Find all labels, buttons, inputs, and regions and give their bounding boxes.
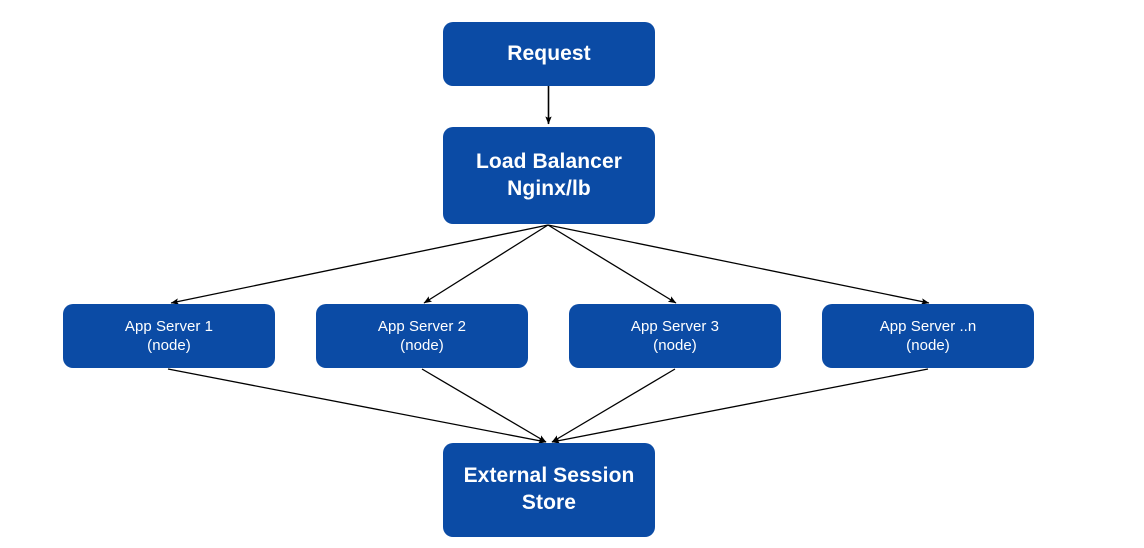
- node-app-server-2-label-line-1: App Server 2: [377, 317, 467, 335]
- node-app-server-3-label-line-2: (node): [653, 337, 697, 354]
- node-request[interactable]: Request: [443, 22, 655, 86]
- node-app-server-2[interactable]: App Server 2 (node): [316, 304, 528, 368]
- node-load-balancer[interactable]: Load Balancer Nginx/lb: [443, 127, 655, 224]
- edge-load-balancer-to-app-1: [170, 224, 549, 305]
- node-app-server-3[interactable]: App Server 3 (node): [569, 304, 781, 368]
- node-app-server-n-label-line-2: (node): [906, 337, 950, 354]
- node-app-server-2-label-line-2: (node): [400, 337, 444, 354]
- node-app-server-n-label-line-1: App Server ..n: [879, 317, 977, 335]
- node-external-session-store[interactable]: External Session Store: [443, 443, 655, 537]
- node-request-label-line-1: Request: [507, 41, 591, 65]
- edge-load-balancer-to-app-3: [547, 224, 677, 304]
- node-external-session-store-label-line-1: External Session: [463, 464, 635, 488]
- node-app-server-n[interactable]: App Server ..n (node): [822, 304, 1034, 368]
- node-external-session-store-label-line-2: Store: [521, 491, 577, 514]
- edge-app-2-to-session-store: [421, 368, 547, 443]
- edge-load-balancer-to-app-n: [547, 224, 930, 305]
- node-load-balancer-label-line-1: Load Balancer: [475, 149, 622, 173]
- node-app-server-1-label-line-1: App Server 1: [124, 317, 214, 335]
- node-load-balancer-label-line-2: Nginx/lb: [507, 176, 591, 200]
- edge-app-3-to-session-store: [551, 368, 676, 443]
- node-app-server-3-label-line-1: App Server 3: [630, 317, 720, 335]
- edge-app-n-to-session-store: [551, 368, 929, 444]
- node-app-server-1[interactable]: App Server 1 (node): [63, 304, 275, 368]
- node-app-server-1-label-line-2: (node): [147, 337, 191, 354]
- edge-app-1-to-session-store: [167, 368, 547, 444]
- edge-load-balancer-to-app-2: [423, 224, 549, 304]
